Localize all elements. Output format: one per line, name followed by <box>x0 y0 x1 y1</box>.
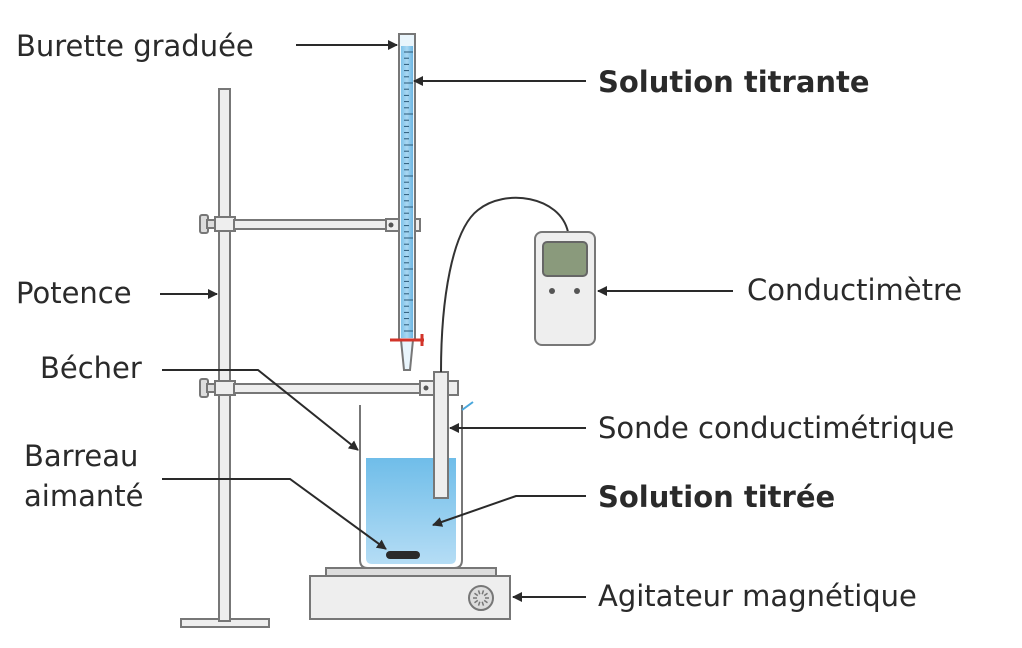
burette-tip <box>399 339 415 371</box>
stand-rod <box>218 88 231 622</box>
knob-tick <box>483 592 488 597</box>
label-becher: Bécher <box>40 351 142 385</box>
burette <box>390 33 424 371</box>
stirrer-knob <box>468 585 494 611</box>
knob-tick <box>477 590 481 595</box>
conductimeter-screen <box>542 241 588 277</box>
stand <box>180 88 270 628</box>
knob-tick <box>474 592 479 597</box>
arrow-becher <box>162 369 359 451</box>
knob-tick <box>481 590 485 595</box>
knob-tick <box>477 601 481 606</box>
probe-cable <box>440 196 569 373</box>
label-titree: Solution titrée <box>598 480 835 514</box>
magnetic-stir-bar <box>386 551 420 559</box>
knob-tick <box>481 601 485 606</box>
upper-clamp <box>199 214 421 234</box>
label-conductimetre: Conductimètre <box>747 273 962 307</box>
label-burette: Burette graduée <box>16 29 254 63</box>
burette-graduations <box>404 51 413 332</box>
knob-tick <box>474 599 479 604</box>
arrow-barreau <box>162 478 387 550</box>
conductimeter-device <box>534 231 596 346</box>
labels: Burette graduée Solution titrante Potenc… <box>16 29 962 613</box>
label-potence: Potence <box>16 276 132 310</box>
arrow-titree <box>432 495 586 527</box>
magnetic-stirrer <box>309 567 511 620</box>
annotation-arrows <box>160 40 733 602</box>
burette-liquid <box>401 46 413 338</box>
label-agitateur: Agitateur magnétique <box>598 579 917 613</box>
conductivity-probe <box>433 196 569 499</box>
label-sonde: Sonde conductimétrique <box>598 411 954 445</box>
lower-clamp <box>199 378 459 398</box>
label-titrant: Solution titrante <box>598 65 870 99</box>
label-barreau-line1: Barreau <box>24 439 138 473</box>
label-barreau-line2: aimanté <box>24 479 143 513</box>
knob-tick <box>483 599 488 604</box>
